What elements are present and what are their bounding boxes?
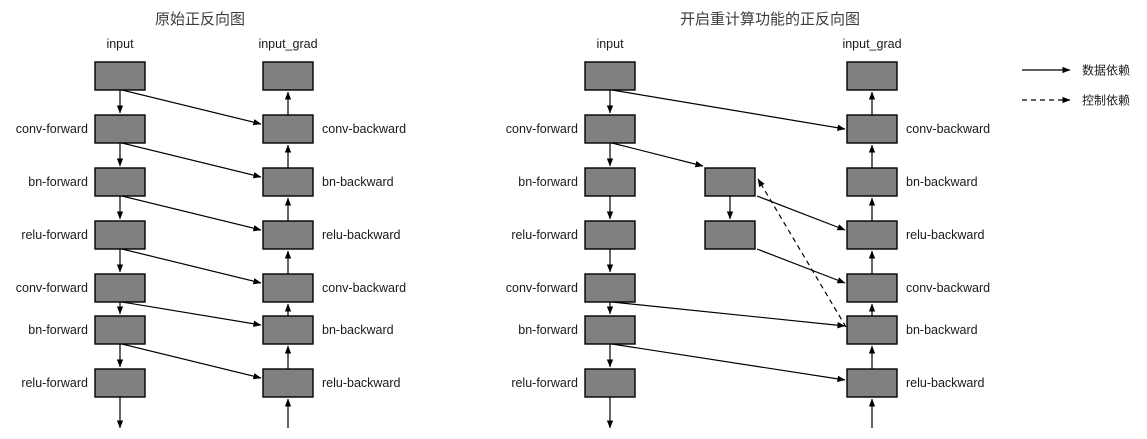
node-right-fwd-3 <box>584 220 636 250</box>
node-right-bwd-2 <box>846 167 898 197</box>
node-left-bwd-1 <box>262 114 314 144</box>
label-left-bwd-1: conv-backward <box>322 121 407 136</box>
node-right-bwd-5 <box>846 315 898 345</box>
node-left-fwd-2 <box>94 167 146 197</box>
label-right-fwd-3: relu-forward <box>511 227 578 242</box>
edge-right-control-dependency <box>757 178 847 328</box>
label-right-bwd-4: conv-backward <box>906 280 991 295</box>
left-cross-edges <box>121 89 262 380</box>
label-right-bwd-1: conv-backward <box>906 121 991 136</box>
legend-label-control-dependency: 控制依赖 <box>1082 93 1131 108</box>
label-right-fwd-6: relu-forward <box>511 375 578 390</box>
right-cross-edges <box>611 89 847 383</box>
right-forward-column <box>584 61 636 429</box>
node-right-fwd-4 <box>584 273 636 303</box>
node-left-fwd-1 <box>94 114 146 144</box>
legend-label-data-dependency: 数据依赖 <box>1082 63 1131 78</box>
edge-right-cross-convfwd2-bnbwd <box>611 301 846 329</box>
node-right-fwd-0 <box>584 61 636 91</box>
edge-right-cross-bnfwd2-relubwd <box>611 343 846 383</box>
edge-left-cross-3 <box>121 248 262 285</box>
node-left-bwd-3 <box>262 220 314 250</box>
right-recompute-column <box>704 167 756 250</box>
edge-left-cross-5 <box>121 343 262 380</box>
label-left-bwd-3: relu-backward <box>322 227 401 242</box>
node-right-fwd-2 <box>584 167 636 197</box>
label-left-fwd-1: conv-forward <box>15 121 88 136</box>
node-right-bwd-6 <box>846 368 898 398</box>
label-right-fwd-5: bn-forward <box>518 322 578 337</box>
label-left-fwd-2: bn-forward <box>28 174 88 189</box>
label-left-fwd-5: bn-forward <box>28 322 88 337</box>
node-right-fwd-5 <box>584 315 636 345</box>
node-right-recompute-1 <box>704 220 756 250</box>
column-header-right-input-grad: input_grad <box>842 37 902 51</box>
label-right-fwd-2: bn-forward <box>518 174 578 189</box>
edge-left-cross-2 <box>121 195 262 232</box>
label-left-bwd-4: conv-backward <box>322 280 407 295</box>
node-right-bwd-4 <box>846 273 898 303</box>
node-left-bwd-5 <box>262 315 314 345</box>
label-right-bwd-6: relu-backward <box>906 375 985 390</box>
node-left-fwd-4 <box>94 273 146 303</box>
edge-right-cross-input-convbwd <box>611 89 846 131</box>
panel-title-original: 原始正反向图 <box>154 11 245 28</box>
label-right-bwd-3: relu-backward <box>906 227 985 242</box>
node-right-recompute-0 <box>704 167 756 197</box>
node-right-fwd-6 <box>584 368 636 398</box>
edge-left-cross-4 <box>121 301 262 327</box>
node-right-bwd-3 <box>846 220 898 250</box>
edge-right-cross-recompute1-convbwd <box>756 248 846 284</box>
node-right-fwd-1 <box>584 114 636 144</box>
node-left-bwd-2 <box>262 167 314 197</box>
label-left-bwd-6: relu-backward <box>322 375 401 390</box>
node-left-bwd-4 <box>262 273 314 303</box>
column-header-right-input: input <box>596 37 624 51</box>
node-right-bwd-1 <box>846 114 898 144</box>
edge-left-cross-1 <box>121 142 262 179</box>
left-backward-column <box>262 61 314 428</box>
label-right-bwd-2: bn-backward <box>906 174 978 189</box>
label-left-fwd-4: conv-forward <box>15 280 88 295</box>
node-left-bwd-6 <box>262 368 314 398</box>
label-right-fwd-4: conv-forward <box>505 280 578 295</box>
node-left-fwd-5 <box>94 315 146 345</box>
node-right-bwd-0 <box>846 61 898 91</box>
column-header-left-input: input <box>106 37 134 51</box>
legend-glyphs <box>1022 66 1071 104</box>
label-right-fwd-1: conv-forward <box>505 121 578 136</box>
label-left-bwd-5: bn-backward <box>322 322 394 337</box>
left-forward-column <box>94 61 146 429</box>
right-backward-column <box>846 61 898 428</box>
node-left-fwd-0 <box>94 61 146 91</box>
label-right-bwd-5: bn-backward <box>906 322 978 337</box>
panel-title-recompute: 开启重计算功能的正反向图 <box>679 11 860 28</box>
label-left-bwd-2: bn-backward <box>322 174 394 189</box>
label-left-fwd-3: relu-forward <box>21 227 88 242</box>
label-left-fwd-6: relu-forward <box>21 375 88 390</box>
node-left-bwd-0 <box>262 61 314 91</box>
edge-right-cross-convfwd-recompute0 <box>611 142 704 168</box>
node-left-fwd-6 <box>94 368 146 398</box>
edge-right-cross-recompute0-relubwd <box>756 195 846 231</box>
node-left-fwd-3 <box>94 220 146 250</box>
column-header-left-input-grad: input_grad <box>258 37 318 51</box>
edge-left-cross-0 <box>121 89 262 126</box>
